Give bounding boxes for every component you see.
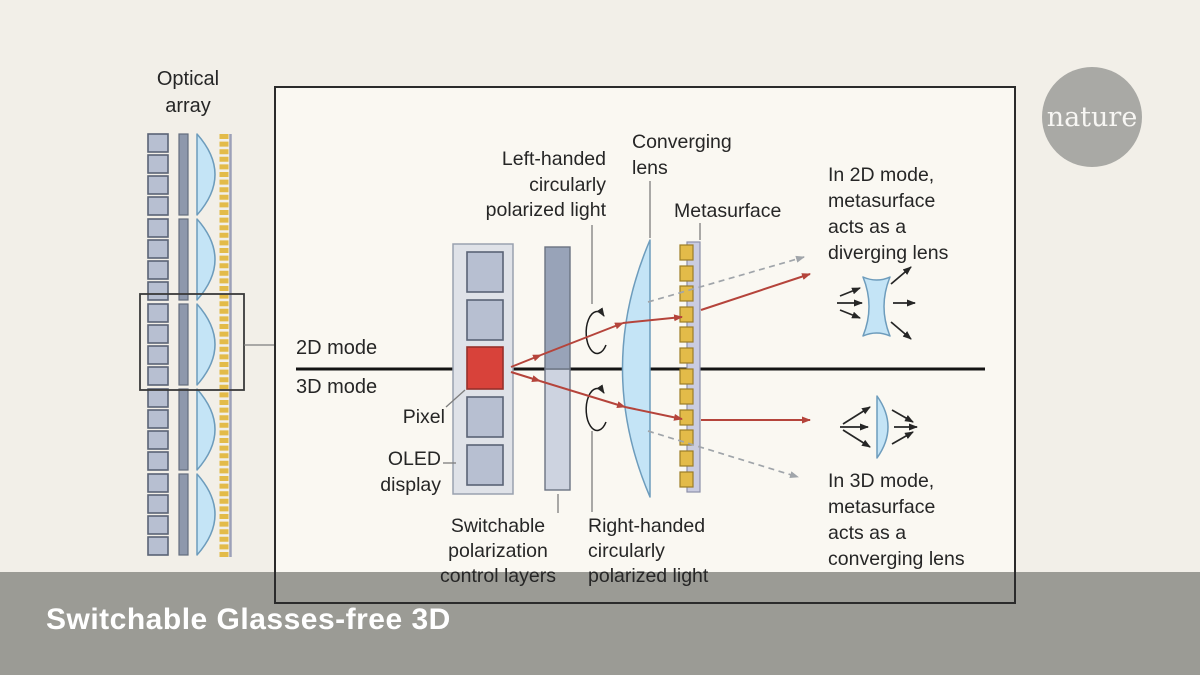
title-bar — [0, 572, 1200, 675]
in-3d-mode-annotation: In 3D mode, metasurface acts as a conver… — [828, 470, 965, 570]
optical-array-label: Optical array — [156, 68, 220, 117]
oled-display-label: OLED display — [380, 448, 441, 496]
panel-graphics — [274, 86, 1016, 604]
converging-lens-icon — [840, 395, 918, 459]
oled-display — [452, 243, 514, 495]
optical-array-polarization-column — [178, 133, 189, 556]
figure-title: Switchable Glasses-free 3D — [46, 603, 451, 636]
panel-border — [274, 86, 1016, 604]
optical-array-metasurface-column — [219, 134, 232, 557]
left-handed-light-label: Left-handed circularly polarized light — [485, 148, 606, 221]
pixel-label: Pixel — [402, 406, 445, 428]
optical-array-pixel-column — [147, 133, 169, 556]
nature-logo: nature — [1042, 67, 1142, 167]
mode-2d-label: 2D mode — [296, 337, 378, 359]
left-circular-polarization-icon — [585, 307, 607, 355]
light-rays-red — [510, 273, 811, 424]
right-circular-polarization-icon — [585, 384, 607, 432]
in-2d-mode-annotation: In 2D mode, metasurface acts as a diverg… — [828, 164, 949, 264]
mode-3d-label: 3D mode — [296, 376, 378, 398]
zoom-region-box — [139, 293, 245, 391]
optical-array-lens-column — [196, 133, 216, 556]
optical-array — [139, 133, 275, 557]
nature-logo-text: nature — [1046, 101, 1138, 133]
leader-lines — [443, 181, 701, 513]
right-handed-light-label: Right-handed circularly polarized light — [588, 515, 709, 587]
metasurface — [679, 241, 701, 493]
polarization-control-layer — [544, 246, 571, 491]
light-rays-dashed — [647, 255, 805, 479]
metasurface-label: Metasurface — [674, 200, 782, 222]
pixel — [466, 346, 504, 390]
converging-lens-label: Converging lens — [632, 131, 732, 179]
switchable-polarization-label: Switchable polarization control layers — [440, 515, 556, 587]
diverging-lens-icon — [837, 266, 916, 340]
converging-lens — [621, 239, 651, 498]
